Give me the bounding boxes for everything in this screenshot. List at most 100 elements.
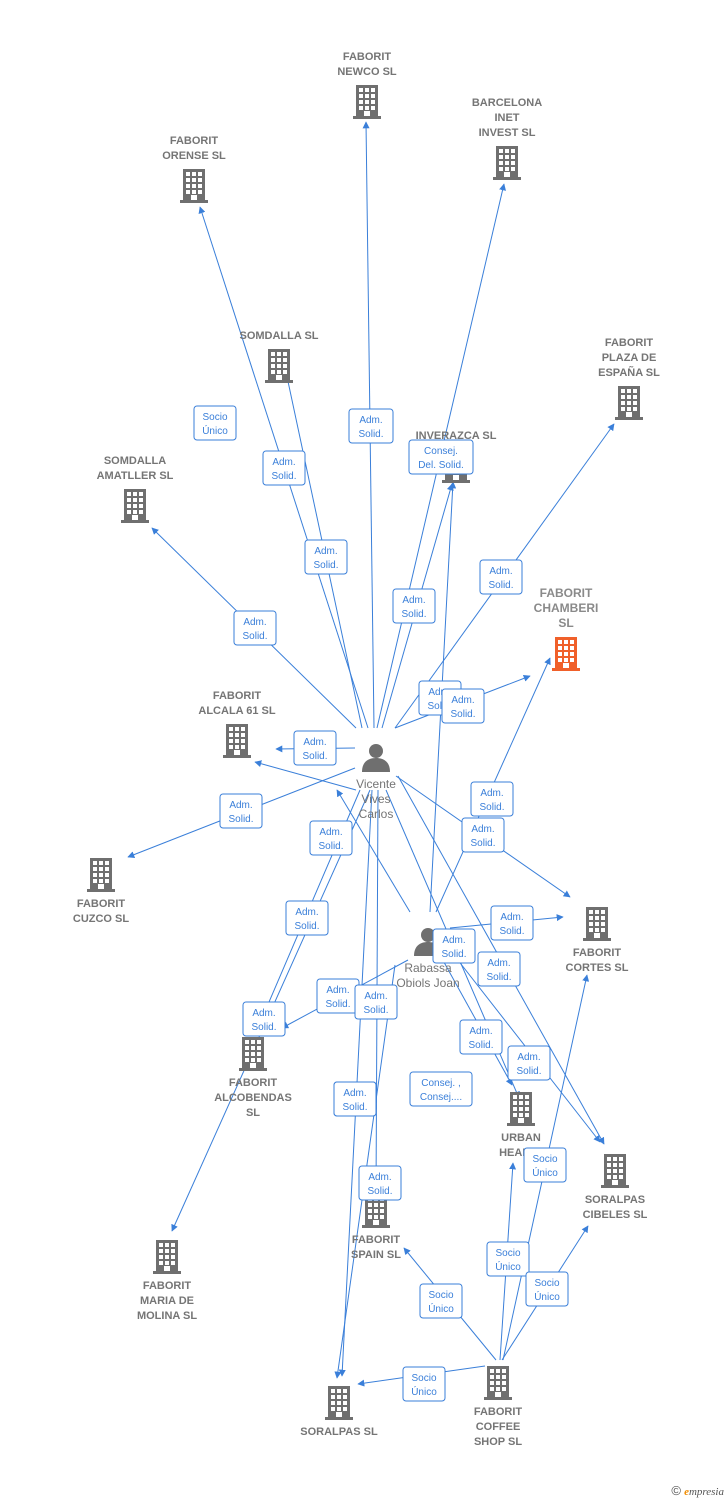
edge-label-text: Adm. xyxy=(469,1026,492,1037)
edge-label-box xyxy=(486,1241,530,1277)
edge-label-text: Solid. xyxy=(516,1066,541,1077)
edge-label-box xyxy=(402,1366,446,1402)
building-icon xyxy=(552,637,580,671)
edge-label-text: Adm. xyxy=(487,958,510,969)
edge-label-box xyxy=(354,984,398,1020)
edge-label-text: Solid. xyxy=(302,751,327,762)
edge-label-text: Adm. xyxy=(480,788,503,799)
edge-label-text: Único xyxy=(534,1290,560,1303)
edge-label-box xyxy=(461,817,505,853)
node-label-line: Carlos xyxy=(359,807,394,821)
node-label-line: SL xyxy=(558,616,573,630)
edge-label-box xyxy=(392,588,436,624)
building-icon xyxy=(507,1092,535,1126)
edge-label-box xyxy=(507,1045,551,1081)
edge-label-text: Adm. xyxy=(303,737,326,748)
edge-label-e11: Adm. Solid. xyxy=(293,730,337,766)
building-icon xyxy=(223,724,251,758)
company-node-alcala[interactable]: FABORIT ALCALA 61 SL xyxy=(198,690,276,758)
company-node-coffee[interactable]: FABORIT COFFEE SHOP SL xyxy=(474,1366,523,1448)
edge-label-e17: Adm.Solid. xyxy=(490,905,534,941)
node-label-line: FABORIT xyxy=(77,898,126,910)
node-label-line: INET xyxy=(494,112,519,124)
edge-label-text: Solid. xyxy=(313,560,338,571)
edge-label-e6: Adm. Solid. xyxy=(233,610,277,646)
edge-label-text: Solid. xyxy=(367,1186,392,1197)
edge-label-text: Socio xyxy=(411,1373,436,1384)
edge-label-text: Solid. xyxy=(427,701,452,712)
edge-label-box xyxy=(233,610,277,646)
node-label-line: FABORIT xyxy=(213,690,262,702)
node-label-line: FABORIT xyxy=(474,1406,523,1418)
empresia-footer[interactable]: © empresia xyxy=(671,1483,724,1498)
edge-label-e22: Adm.Solid. xyxy=(242,1001,286,1037)
node-label-line: SOMDALLA SL xyxy=(239,330,318,342)
node-label-line: SL xyxy=(246,1107,260,1119)
company-node-soralpas[interactable]: SORALPAS SL xyxy=(300,1386,378,1438)
copyright-symbol: © xyxy=(671,1483,681,1498)
node-label-line: FABORIT xyxy=(573,947,622,959)
edge-label-box xyxy=(193,405,237,441)
company-node-somdalla[interactable]: SOMDALLA SL xyxy=(239,330,319,383)
node-label-line: FABORIT xyxy=(343,51,392,63)
node-label-line: FABORIT xyxy=(605,337,654,349)
edge-label-text: Solid. xyxy=(488,580,513,591)
node-label-line: Vicente xyxy=(356,777,396,791)
edge-label-text: Adm. xyxy=(428,687,451,698)
node-label-line: SOMDALLA xyxy=(104,455,166,467)
edge-label-box xyxy=(409,1071,473,1107)
edge-label-text: Socio xyxy=(534,1278,559,1289)
company-node-inverazca[interactable]: INVERAZCA SL xyxy=(416,430,497,483)
edge-label-box xyxy=(333,1081,377,1117)
building-icon xyxy=(153,1240,181,1274)
edge-label-e4: Consej.Del. Solid. xyxy=(408,439,474,475)
edge-label-text: Solid. xyxy=(363,1005,388,1016)
edge-label-text: Adm. xyxy=(319,827,342,838)
edge-label-text: Adm. xyxy=(243,617,266,628)
edge-label-text: Adm. xyxy=(229,800,252,811)
node-label-line: BARCELONA xyxy=(472,97,542,109)
edge-label-e14: Adm.Solid. xyxy=(461,817,505,853)
edge-label-text: Solid. xyxy=(486,972,511,983)
edge-label-e15: Adm.Solid. xyxy=(309,820,353,856)
node-label-line: ALCALA 61 SL xyxy=(198,705,275,717)
empresia-logo: empresia xyxy=(684,1486,724,1498)
person-icon xyxy=(362,744,390,772)
edge-label-text: Solid. xyxy=(271,471,296,482)
edge-label-box xyxy=(432,928,476,964)
node-label-line: SHOP SL xyxy=(474,1436,522,1448)
edge-label-box xyxy=(470,781,514,817)
edge-label-box xyxy=(477,951,521,987)
edge-label-text: Solid. xyxy=(470,838,495,849)
node-label-line: COFFEE xyxy=(476,1421,521,1433)
edge-label-text: Adm. xyxy=(364,991,387,1002)
node-label-line: MARIA DE xyxy=(140,1295,194,1307)
building-icon xyxy=(493,146,521,180)
edge-label-text: Socio xyxy=(532,1154,557,1165)
building-icon xyxy=(265,349,293,383)
edge-label-text: Solid. xyxy=(242,631,267,642)
edge-label-text: Adm. xyxy=(314,546,337,557)
edge-label-box xyxy=(408,439,474,475)
node-label-line: ALCOBENDAS xyxy=(214,1092,292,1104)
edge-label-text: Adm. xyxy=(517,1052,540,1063)
